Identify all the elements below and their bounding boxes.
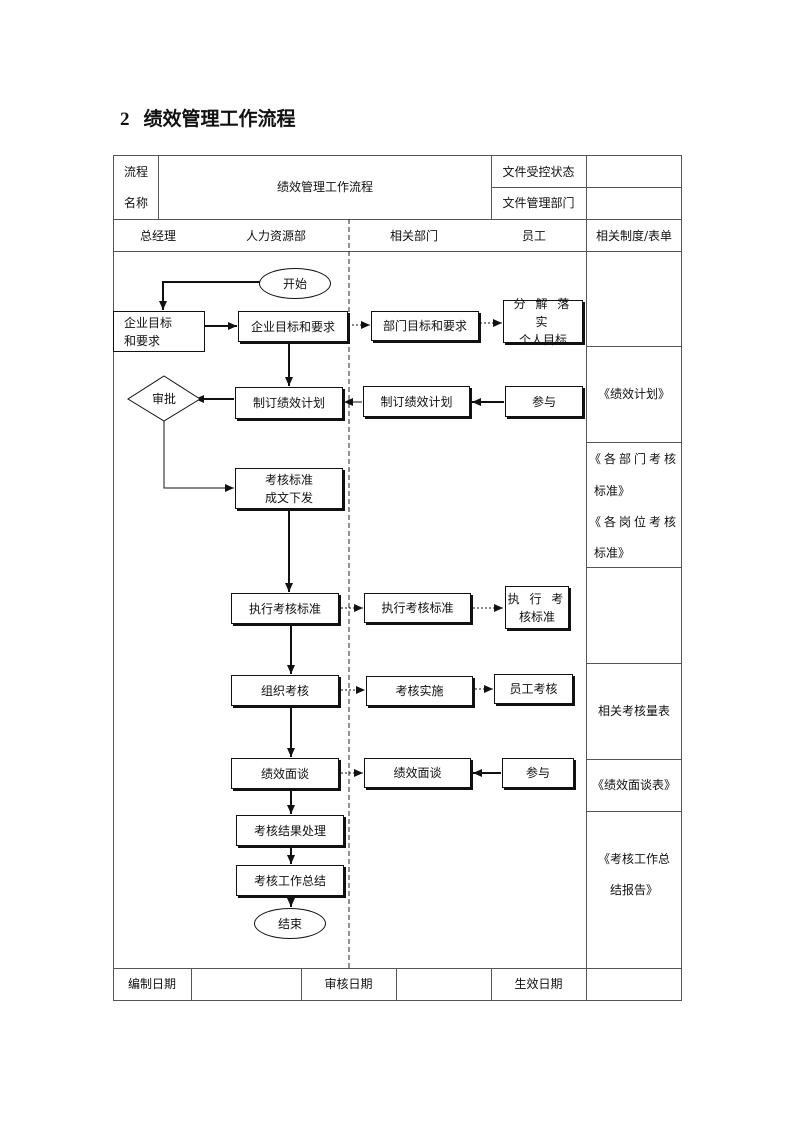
table-left-border	[113, 155, 114, 1001]
col-header-gm: 总经理	[140, 229, 177, 243]
gm-targets-line2: 和要求	[124, 333, 161, 348]
grid-line	[586, 663, 682, 664]
table-right-border	[681, 155, 682, 1001]
hr-execute-box: 执行考核标准	[231, 593, 339, 624]
flow-label-line1: 流程	[124, 165, 149, 179]
staff-decompose-line2: 个人目标	[518, 332, 567, 347]
grid-line	[586, 346, 682, 347]
dept-implement-box: 考核实施	[366, 676, 473, 706]
col-header-dept: 相关部门	[390, 229, 439, 243]
section-number: 2	[120, 109, 130, 130]
hr-organize-label: 组织考核	[260, 683, 309, 698]
dept-targets-label: 部门目标和要求	[382, 319, 467, 333]
form-pos-std-line1: 《各岗位考核	[588, 515, 679, 529]
form-interview: 《绩效面谈表》	[591, 778, 676, 792]
hr-interview-label: 绩效面谈	[260, 766, 309, 781]
form-scale: 相关考核量表	[597, 704, 670, 718]
hr-targets-box: 企业目标和要求	[238, 311, 348, 342]
hr-plan-box: 制订绩效计划	[235, 387, 343, 419]
gm-targets-box: 企业目标和要求	[113, 311, 205, 352]
grid-line	[301, 968, 302, 1001]
col-header-forms: 相关制度/表单	[595, 229, 673, 243]
footer-reviewed-date: 审核日期	[324, 977, 373, 991]
grid-line	[113, 219, 682, 220]
form-dept-std-line2: 标准》	[594, 484, 631, 498]
staff-execute-line2: 核标准	[518, 609, 555, 624]
start-node: 开始	[259, 268, 331, 299]
forms-column-border	[586, 155, 587, 1001]
grid-line	[586, 759, 682, 760]
staff-decompose-line1: 分 解 落 实	[513, 296, 573, 329]
staff-join-box-2: 参与	[502, 758, 574, 788]
footer-compiled-date: 编制日期	[127, 977, 176, 991]
table-top-border	[113, 155, 682, 156]
staff-assess-label: 员工考核	[509, 682, 558, 696]
grid-line	[191, 968, 192, 1001]
staff-execute-line1: 执 行 考	[507, 591, 567, 606]
grid-line	[113, 968, 682, 969]
result-handle-box: 考核结果处理	[236, 815, 344, 846]
hr-targets-label: 企业目标和要求	[250, 319, 335, 334]
grid-line	[586, 811, 682, 812]
dept-plan-label: 制订绩效计划	[380, 394, 453, 409]
staff-assess-box: 员工考核	[494, 674, 573, 704]
end-label: 结束	[277, 917, 302, 931]
end-node: 结束	[254, 908, 326, 939]
hr-execute-label: 执行考核标准	[248, 601, 321, 616]
approve-diamond	[127, 375, 201, 422]
grid-line	[396, 968, 397, 1001]
form-pos-std-line2: 标准》	[594, 546, 631, 560]
hr-plan-label: 制订绩效计划	[252, 396, 325, 410]
col-header-hr: 人力资源部	[246, 229, 307, 243]
dept-execute-box: 执行考核标准	[364, 593, 471, 623]
page-title: 2 绩效管理工作流程	[120, 104, 296, 131]
form-report-line1: 《考核工作总	[597, 852, 670, 866]
grid-line	[113, 251, 682, 252]
staff-join-label-1: 参与	[531, 394, 556, 409]
section-title: 绩效管理工作流程	[143, 108, 296, 130]
staff-join-label-2: 参与	[525, 766, 550, 780]
grid-line	[586, 442, 682, 443]
staff-decompose-box: 分 解 落 实个人目标	[503, 297, 583, 347]
flow-label-line2: 名称	[124, 196, 149, 210]
grid-line	[491, 968, 492, 1001]
start-label: 开始	[282, 277, 307, 291]
result-handle-label: 考核结果处理	[253, 823, 326, 838]
dept-execute-label: 执行考核标准	[381, 601, 454, 615]
hr-interview-box: 绩效面谈	[231, 758, 339, 789]
staff-join-box-1: 参与	[505, 386, 583, 417]
standards-line1: 考核标准	[264, 472, 313, 487]
doc-status-label: 文件受控状态	[502, 165, 575, 179]
standards-line2: 成文下发	[264, 490, 313, 505]
work-summary-label: 考核工作总结	[253, 873, 326, 888]
dept-interview-box: 绩效面谈	[364, 758, 471, 788]
dept-plan-box: 制订绩效计划	[363, 386, 470, 417]
staff-execute-box: 执 行 考核标准	[505, 586, 569, 629]
form-dept-std-line1: 《各部门考核	[588, 452, 679, 466]
standards-box: 考核标准成文下发	[235, 468, 343, 509]
work-summary-box: 考核工作总结	[236, 865, 344, 896]
dept-implement-label: 考核实施	[395, 684, 444, 698]
dept-interview-label: 绩效面谈	[393, 766, 442, 780]
doc-dept-label: 文件管理部门	[502, 196, 575, 210]
hr-organize-box: 组织考核	[231, 675, 339, 706]
col-header-staff: 员工	[522, 229, 547, 243]
form-plan: 《绩效计划》	[597, 387, 670, 401]
table-bottom-border	[113, 1000, 682, 1001]
flow-name: 绩效管理工作流程	[276, 180, 373, 194]
form-report-line2: 结报告》	[610, 883, 659, 897]
arrow-approve-to-standards	[163, 421, 234, 492]
grid-line	[158, 155, 159, 219]
footer-effective-date: 生效日期	[514, 977, 563, 991]
dept-targets-box: 部门目标和要求	[371, 311, 479, 341]
grid-line	[586, 567, 682, 568]
approve-label: 审批	[151, 392, 176, 406]
arrow-start-to-gm	[159, 281, 260, 310]
gm-targets-line1: 企业目标	[124, 315, 173, 330]
